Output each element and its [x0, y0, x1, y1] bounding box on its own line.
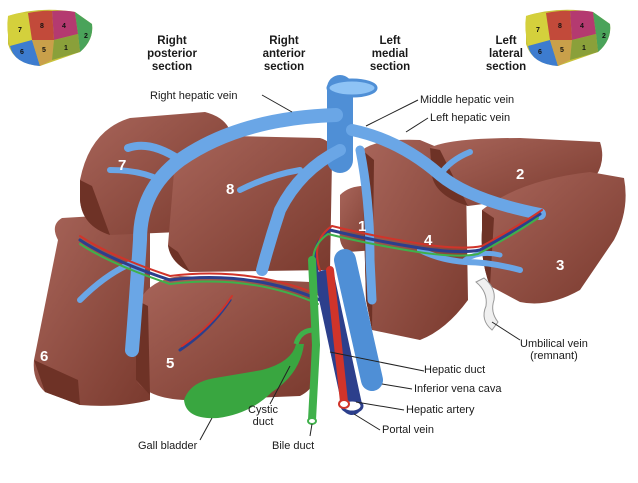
label-bile-duct: Bile duct — [272, 440, 315, 452]
liver-body — [33, 112, 626, 406]
hepatic-veins — [77, 75, 546, 357]
svg-text:2: 2 — [602, 33, 606, 40]
umbilical-vein-shape — [475, 277, 499, 331]
label-gall-bladder: Gall bladder — [138, 440, 198, 452]
svg-text:5: 5 — [560, 47, 564, 54]
svg-text:7: 7 — [536, 27, 540, 34]
portal-triad-branches — [78, 209, 543, 352]
segment-label-8: 8 — [226, 181, 234, 198]
segment-label-6: 6 — [40, 348, 48, 365]
gall-bladder-shape — [184, 327, 315, 419]
segment-label-7: 7 — [118, 157, 126, 174]
mini-liver-right: 7 8 4 2 6 5 1 — [525, 9, 611, 66]
leader-lines — [199, 94, 521, 441]
svg-text:6: 6 — [20, 49, 24, 56]
label-umbilical-vein: Umbilical vein(remnant) — [520, 338, 588, 362]
svg-text:5: 5 — [42, 47, 46, 54]
svg-text:8: 8 — [40, 23, 44, 30]
label-inferior-vena-cava: Inferior vena cava — [414, 383, 502, 395]
svg-text:7: 7 — [18, 27, 22, 34]
segment-numbers: 7 8 1 4 2 3 6 5 — [40, 157, 564, 372]
label-left-hepatic-vein: Left hepatic vein — [430, 112, 511, 124]
label-portal-vein: Portal vein — [382, 424, 434, 436]
label-hepatic-duct: Hepatic duct — [424, 364, 486, 376]
segment-label-3: 3 — [556, 257, 564, 274]
label-hepatic-artery: Hepatic artery — [406, 404, 475, 416]
segment-label-2: 2 — [516, 166, 524, 183]
mini-liver-left: 7 8 4 2 6 5 1 — [7, 9, 93, 66]
hilar-structures — [307, 249, 383, 425]
svg-text:1: 1 — [64, 45, 68, 52]
svg-text:8: 8 — [558, 23, 562, 30]
segment-label-1: 1 — [358, 218, 366, 235]
svg-text:2: 2 — [84, 33, 88, 40]
svg-text:4: 4 — [62, 23, 66, 30]
svg-text:6: 6 — [538, 49, 542, 56]
segment-label-5: 5 — [166, 355, 174, 372]
segment-label-4: 4 — [424, 232, 433, 249]
svg-text:4: 4 — [580, 23, 584, 30]
svg-text:1: 1 — [582, 45, 586, 52]
label-middle-hepatic-vein: Middle hepatic vein — [420, 94, 515, 106]
label-right-hepatic-vein: Right hepatic vein — [150, 90, 238, 102]
